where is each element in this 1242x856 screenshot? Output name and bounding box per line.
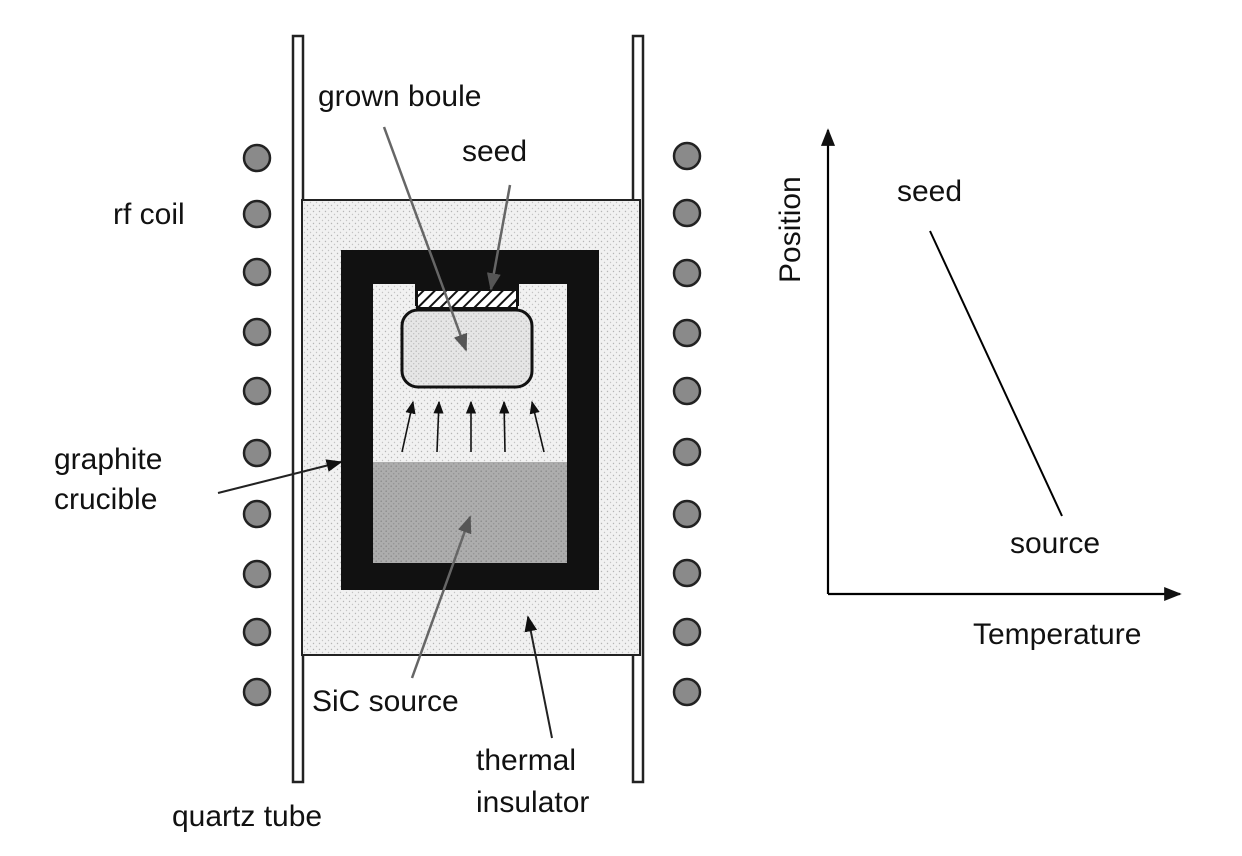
- vapor-arrow: [499, 400, 510, 453]
- grown-boule: [400, 308, 534, 389]
- coil-turn: [242, 559, 272, 589]
- label-seed: seed: [462, 135, 527, 168]
- coil-turn: [242, 677, 272, 707]
- grown-boule-leader: [382, 126, 468, 352]
- coil-turn: [242, 376, 272, 406]
- graphite-crucible: [341, 250, 599, 590]
- label-quartz-tube: quartz tube: [172, 800, 322, 833]
- label-insulator: insulator: [476, 786, 589, 819]
- coil-turn: [672, 437, 702, 467]
- coil-turn: [672, 141, 702, 171]
- coil-turn: [242, 199, 272, 229]
- seed-crystal: [416, 289, 518, 309]
- vapor-arrow: [529, 400, 545, 453]
- label-thermal: thermal: [476, 744, 576, 777]
- coil-turn: [672, 499, 702, 529]
- label-rf-coil: rf coil: [113, 198, 185, 231]
- label-grown-boule: grown boule: [318, 80, 481, 113]
- graphite-crucible-leader: [217, 459, 343, 494]
- profile-line: [929, 230, 1063, 517]
- rf-coil-left: [242, 143, 272, 707]
- label-crucible: crucible: [54, 483, 157, 516]
- temperature-profile-plot: Position Temperature seed source: [774, 128, 1182, 651]
- sic-source-leader: [410, 515, 472, 679]
- coil-turn: [242, 143, 272, 173]
- profile-label-source: source: [1010, 527, 1100, 560]
- vapor-arrow: [433, 400, 444, 453]
- profile-label-seed: seed: [897, 175, 962, 208]
- coil-turn: [242, 257, 272, 287]
- label-sic-source: SiC source: [312, 685, 459, 718]
- thermal-insulator-leader: [524, 615, 553, 739]
- vapor-arrow: [401, 400, 416, 453]
- vapor-flow-arrows: [401, 400, 545, 453]
- coil-turn: [242, 438, 272, 468]
- coil-turn: [672, 376, 702, 406]
- sic-source-powder: [373, 462, 567, 563]
- coil-turn: [672, 318, 702, 348]
- coil-turn: [672, 198, 702, 228]
- coil-turn: [672, 258, 702, 288]
- x-axis-label: Temperature: [973, 618, 1141, 651]
- coil-turn: [242, 617, 272, 647]
- seed-leader: [486, 184, 512, 291]
- rf-coil-right: [672, 141, 702, 707]
- coil-turn: [242, 317, 272, 347]
- coil-turn: [672, 677, 702, 707]
- coil-turn: [672, 617, 702, 647]
- y-axis-label: Position: [774, 176, 807, 283]
- label-graphite: graphite: [54, 443, 162, 476]
- coil-turn: [672, 558, 702, 588]
- coil-turn: [242, 499, 272, 529]
